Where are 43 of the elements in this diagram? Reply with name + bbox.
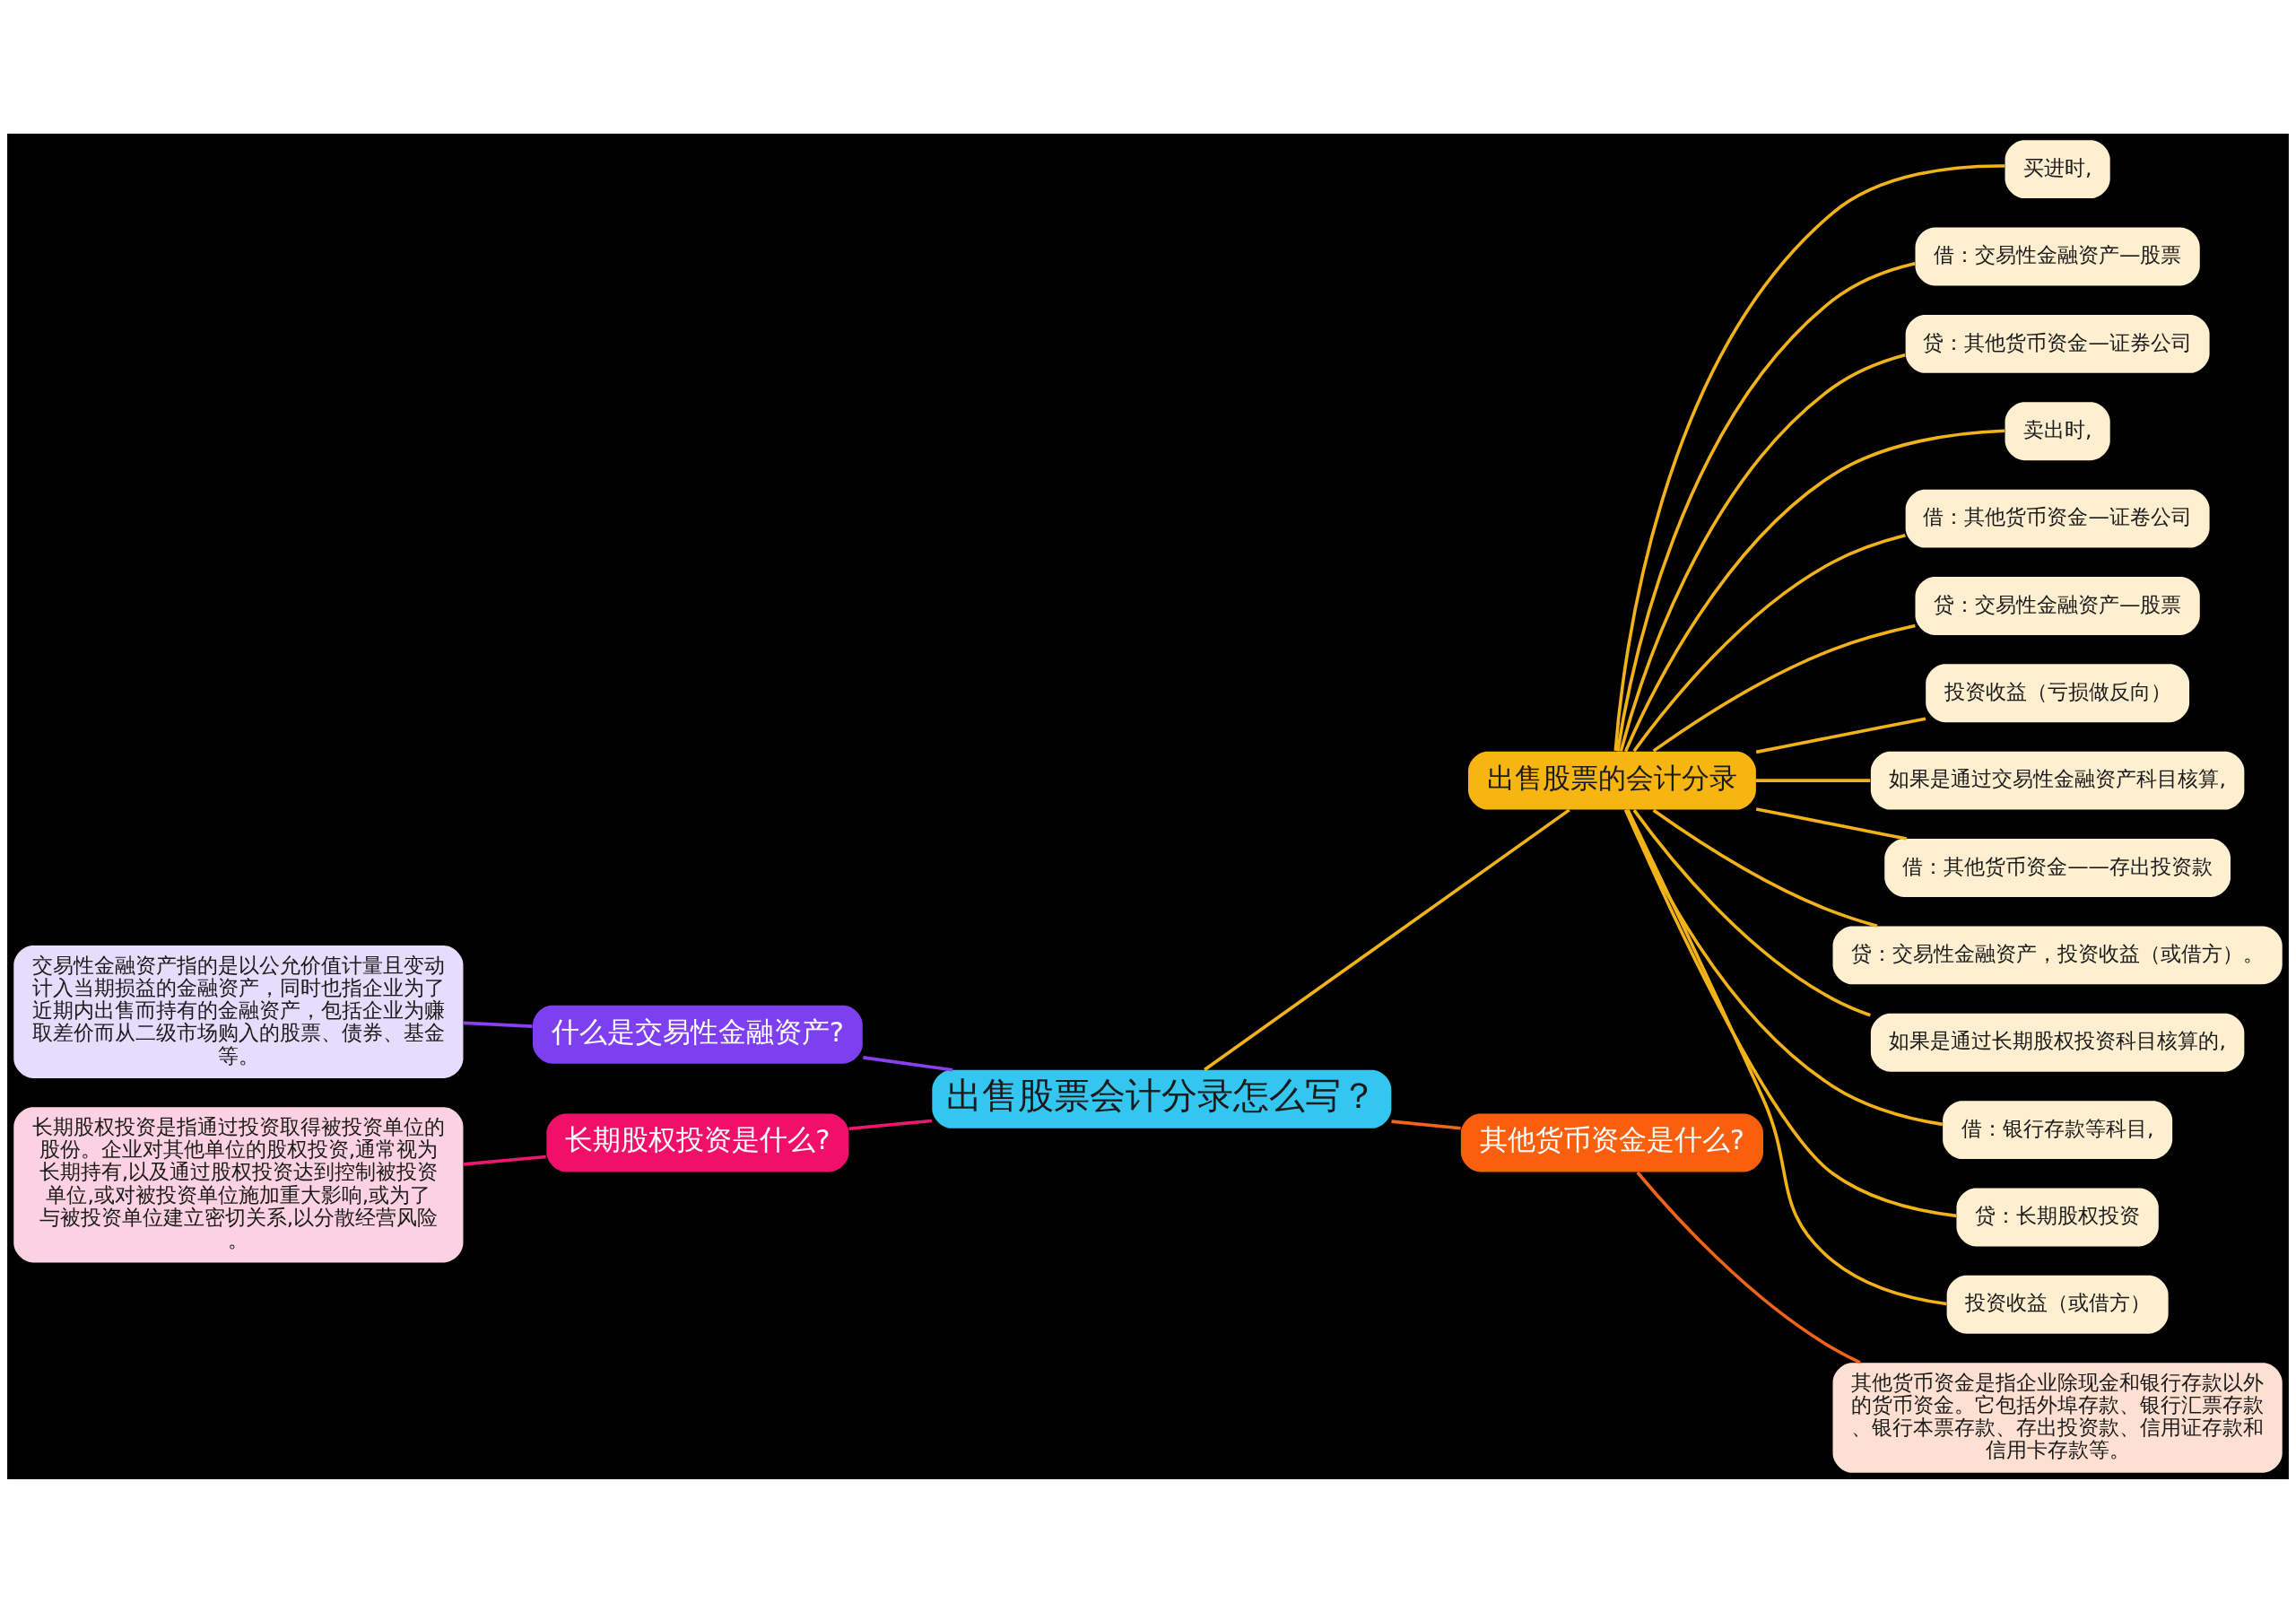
node-box: 如果是通过长期股权投资科目核算的, xyxy=(1870,1013,2245,1072)
connector xyxy=(1755,778,1871,782)
connector xyxy=(1652,623,1916,753)
node-box: 投资收益（或借方） xyxy=(1946,1275,2169,1334)
connector xyxy=(1636,1171,1861,1364)
node-box: 交易性金融资产指的是以公允价值计量且变动计入当期损益的金融资产，同时也指企业为了近期内出售而持有的金融资产，包括企业为赚取差价而从二级市场购入的股票、债券、基金等。 xyxy=(13,945,464,1078)
connector xyxy=(1619,353,1906,752)
node-box: 贷：长期股权投资 xyxy=(1956,1188,2159,1246)
connector xyxy=(848,1119,933,1130)
node-box: 长期股权投资是指通过投资取得被投资单位的股份。企业对其他单位的股权投资,通常视为长期持有,以及通过股权投资达到控制被投资单位,或对被投资单位施加重大影响,或为了与被投资单位建立密切关系,以分散经营风险。 xyxy=(13,1106,464,1262)
connector xyxy=(1626,808,1947,1305)
node-box: 投资收益（亏损做反向） xyxy=(1926,663,2190,722)
node-box: 卖出时, xyxy=(2005,401,2110,460)
node-box: 其他货币资金是指企业除现金和银行存款以外的货币资金。它包括外埠存款、银行汇票存款、银行本票存款、存出投资款、信用证存款和信用卡存款等。 xyxy=(1832,1362,2283,1473)
connector xyxy=(1755,806,1908,841)
node-box: 出售股票的会计分录 xyxy=(1467,751,1756,810)
connector xyxy=(463,1021,533,1028)
connector xyxy=(1204,807,1570,1071)
connector xyxy=(1632,533,1906,752)
connector xyxy=(863,1055,953,1072)
connector xyxy=(1623,428,2005,752)
node-box: 出售股票会计分录怎么写？ xyxy=(932,1069,1392,1128)
node-box: 买进时, xyxy=(2005,139,2110,198)
node-box: 借：其他货币资金—证卷公司 xyxy=(1905,489,2210,548)
connector xyxy=(463,1155,546,1166)
connector xyxy=(1391,1119,1461,1129)
connector xyxy=(1652,808,1878,928)
node-box: 什么是交易性金融资产? xyxy=(533,1005,863,1064)
connector xyxy=(1632,808,1871,1016)
node-box: 借：其他货币资金——存出投资款 xyxy=(1884,838,2231,897)
node-box: 长期股权投资是什么? xyxy=(546,1113,849,1172)
node-box: 贷：交易性金融资产，投资收益（或借方）。 xyxy=(1832,925,2283,984)
connector xyxy=(1624,808,1957,1217)
connector xyxy=(1615,261,1916,752)
node-box: 其他货币资金是什么? xyxy=(1460,1113,1763,1172)
node-box: 如果是通过交易性金融资产科目核算, xyxy=(1870,751,2245,810)
node-box: 借：银行存款等科目, xyxy=(1943,1100,2173,1159)
connector xyxy=(1755,716,1926,754)
connector xyxy=(1613,163,2005,751)
node-box: 贷：交易性金融资产—股票 xyxy=(1915,576,2200,635)
node-box: 借：交易性金融资产—股票 xyxy=(1915,227,2200,285)
node-box: 贷：其他货币资金—证券公司 xyxy=(1905,314,2210,373)
connector xyxy=(1623,808,1944,1126)
